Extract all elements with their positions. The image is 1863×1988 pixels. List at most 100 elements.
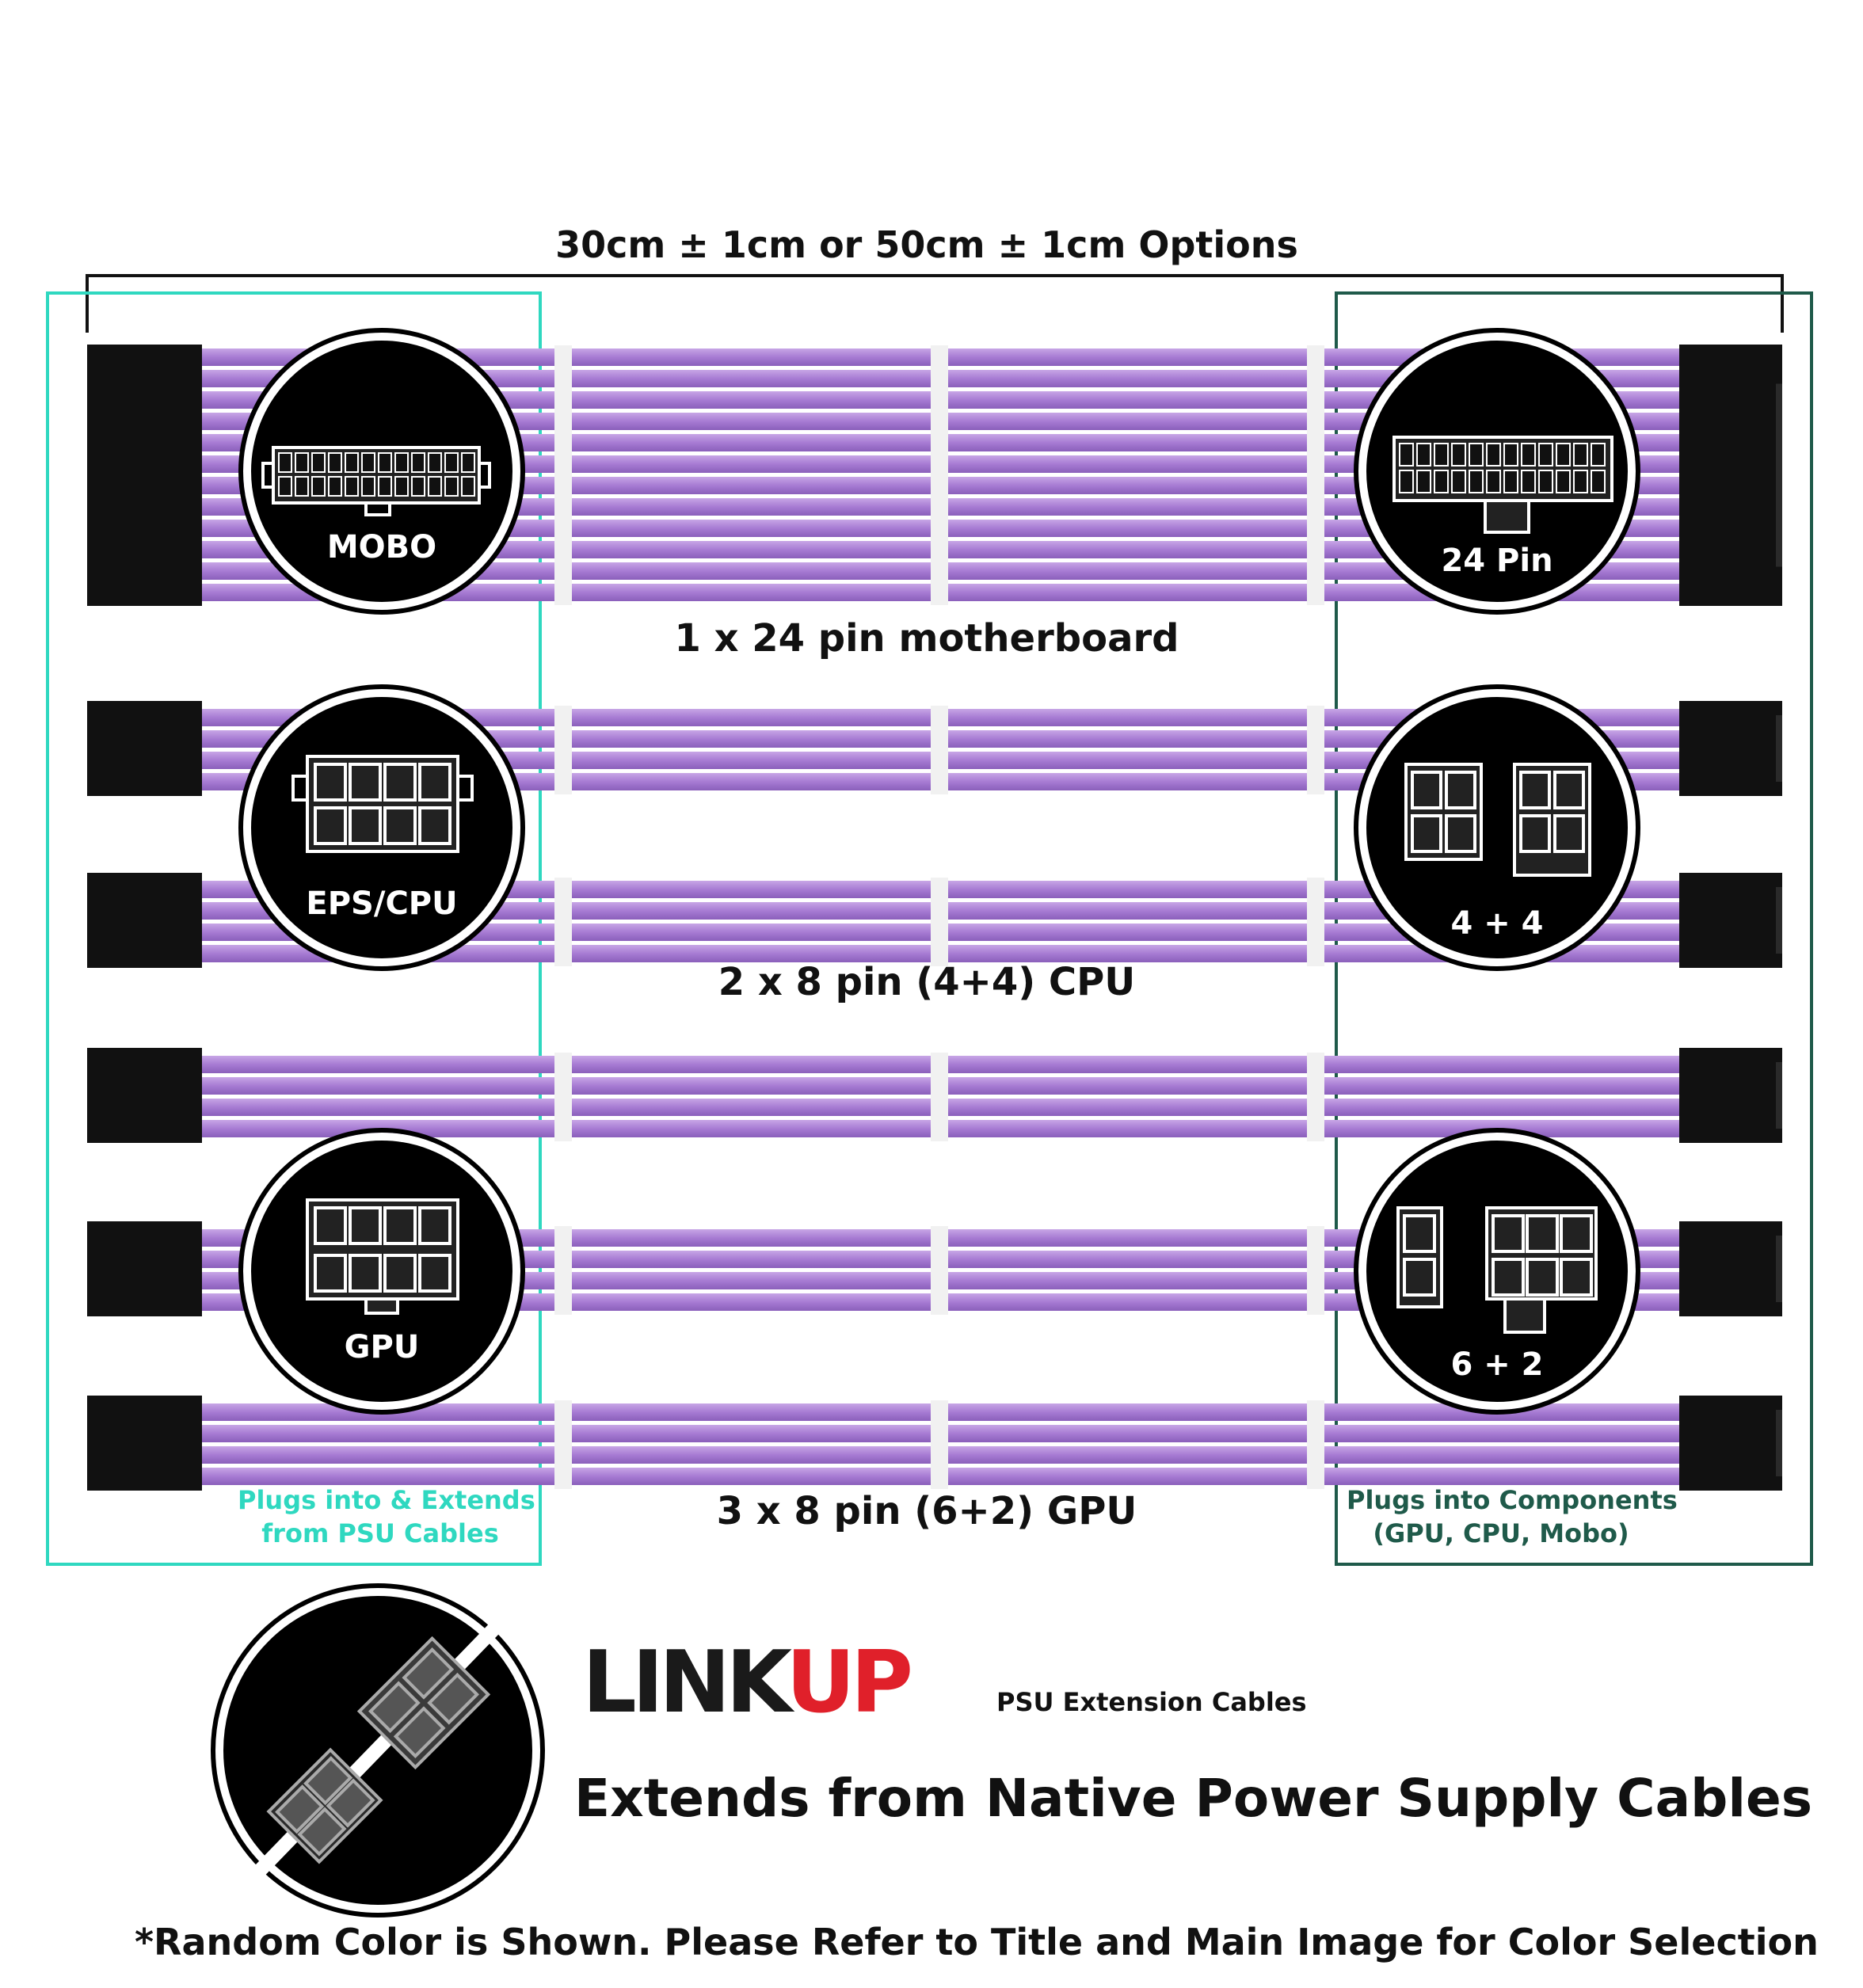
cpu1-psu-connector [87,701,202,796]
cable-comb [931,1400,948,1489]
24pin-pin [1486,443,1501,467]
gpu3-component-connector [1679,1396,1782,1491]
eps-connector-icon [291,755,474,853]
24pin-pin [1573,443,1588,467]
gpu-connector-icon [306,1198,459,1315]
cable-comb [1307,345,1324,605]
cable-wire [198,1446,1782,1464]
6plus2-bubble-label: 6 + 2 [1450,1346,1544,1383]
color-disclaimer: *Random Color is Shown. Please Refer to … [135,1921,1819,1963]
cable-comb [931,1053,948,1141]
mobo-pin [328,452,342,473]
24pin-pin [1556,470,1571,493]
mobo-pin [345,452,359,473]
cable-wire [198,1056,1782,1073]
cpu1-component-connector [1679,701,1782,796]
mobo-pin [328,476,342,497]
cable-comb [931,1226,948,1315]
cable-wire [198,562,1782,580]
mobo-pin [378,476,392,497]
gpu-connector-bubble [238,1128,525,1415]
cable-comb [1307,706,1324,794]
cable-comb [1307,1226,1324,1315]
cable-comb [554,1226,572,1315]
24pin-pin [1538,470,1553,493]
24pin-pin [1434,470,1449,493]
24pin-pin [1416,443,1431,467]
plug-connection-icon [248,1618,505,1883]
mobo-cable-label: 1 x 24 pin motherboard [674,616,1179,661]
mobo-pin [411,452,425,473]
cable-comb [554,878,572,966]
24pin-pin [1573,470,1588,493]
cable-comb [554,1400,572,1489]
mobo-component-connector-latch [1776,383,1782,567]
cable-wire [198,584,1782,601]
length-options-title: 30cm ± 1cm or 50cm ± 1cm Options [555,223,1298,266]
cable-wire [198,1425,1782,1442]
24pin-pin [1451,443,1466,467]
cable-wire [198,348,1782,366]
eps-cpu-connector-bubble [238,684,525,971]
cable-comb [1307,1400,1324,1489]
24pin-pin [1591,470,1606,493]
cable-comb [554,345,572,605]
brand-logo-up: UP [786,1633,913,1732]
cable-wire [198,709,1782,726]
mobo-pin [311,476,326,497]
cable-connectors [87,345,1782,1491]
24pin-pin [1434,443,1449,467]
cable-wire [198,1077,1782,1095]
mobo-pin [295,452,309,473]
gpu-cable-label: 3 x 8 pin (6+2) GPU [716,1489,1137,1533]
cable-wire [198,1403,1782,1421]
mobo-pin [428,452,442,473]
gpu-cable-1 [198,1053,1782,1141]
brand-subtitle: PSU Extension Cables [996,1687,1307,1717]
mobo-psu-connector [87,345,202,606]
24pin-pin [1521,443,1536,467]
gpu2-psu-connector [87,1221,202,1316]
24pin-pin [1503,443,1518,467]
6plus2-connector-bubble [1354,1128,1640,1415]
cpu1-component-connector-latch [1776,715,1782,782]
mobo-pin [461,476,475,497]
24pin-pin [1503,470,1518,493]
6plus2-connector-icon [1396,1206,1598,1334]
brand-logo-link: LINK [582,1633,791,1732]
psu-side-caption-line2: from PSU Cables [261,1518,499,1548]
mobo-pin [394,476,409,497]
gpu1-component-connector-latch [1776,1062,1782,1129]
24pin-pin [1469,470,1484,493]
4plus4-connector-bubble [1354,684,1640,971]
gpu1-component-connector [1679,1048,1782,1143]
gpu2-component-connector-latch [1776,1236,1782,1302]
gpu3-psu-connector [87,1396,202,1491]
cable-wire [198,1468,1782,1485]
cable-comb [1307,878,1324,966]
mobo-connector-bubble [238,328,525,615]
24pin-pin [1486,470,1501,493]
cable-comb [931,345,948,605]
cable-wire [198,1120,1782,1137]
cpu2-component-connector [1679,873,1782,968]
cpu2-component-connector-latch [1776,887,1782,954]
mobo-pin [295,476,309,497]
mobo-component-connector [1679,345,1782,606]
cable-comb [554,1053,572,1141]
mobo-pin [394,452,409,473]
mobo-pin [345,476,359,497]
cable-wire [198,945,1782,962]
4plus4-connector-icon [1404,763,1591,877]
mobo-pins-icon [278,452,475,497]
gpu1-psu-connector [87,1048,202,1143]
24pin-pin [1591,443,1606,467]
mobo-pin [411,476,425,497]
24pin-pin [1521,470,1536,493]
component-side-caption-line1: Plugs into Components [1347,1485,1678,1515]
4plus4-bubble-label: 4 + 4 [1450,905,1544,942]
24pin-connector-bubble [1354,328,1640,615]
24pin-pins-icon [1399,443,1606,493]
mobo-pin [361,452,375,473]
